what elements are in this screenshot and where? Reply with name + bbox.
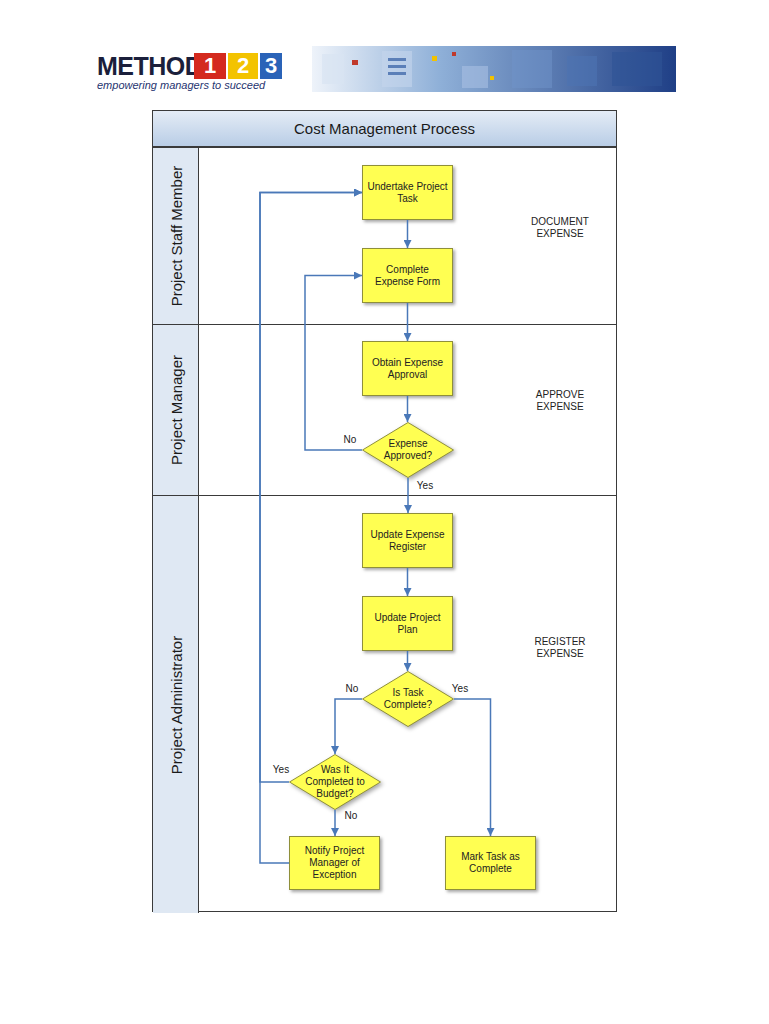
process-box: Undertake Project Task — [362, 165, 453, 220]
connector-arrow — [454, 699, 491, 836]
edge-label: Yes — [452, 683, 468, 694]
process-text: Update Project Plan — [363, 612, 452, 636]
connector-arrow — [260, 193, 362, 783]
process-box: Update Expense Register — [362, 513, 453, 568]
decision-text: Was It Completed to Budget? — [304, 764, 366, 800]
logo-number: 3 — [260, 53, 282, 79]
connector-arrow — [305, 276, 362, 451]
phase-label: APPROVE EXPENSE — [520, 389, 600, 413]
lane-header: Project Manager — [153, 325, 199, 495]
logo-word: METHOD — [97, 53, 202, 79]
process-box: Notify Project Manager of Exception — [289, 836, 380, 890]
process-text: Undertake Project Task — [363, 181, 452, 205]
process-box: Mark Task as Complete — [445, 836, 536, 890]
diamond-shape — [363, 672, 454, 727]
process-text: Update Expense Register — [363, 529, 452, 553]
process-text: Obtain Expense Approval — [363, 357, 452, 381]
lane-title: Project Staff Member — [167, 166, 184, 307]
process-box: Update Project Plan — [362, 596, 453, 651]
process-text: Notify Project Manager of Exception — [290, 845, 379, 881]
diagram-title: Cost Management Process — [294, 120, 475, 137]
process-text: Complete Expense Form — [363, 264, 452, 288]
title-band: Cost Management Process — [153, 111, 616, 147]
process-box: Complete Expense Form — [362, 248, 453, 303]
banner-graphic — [312, 46, 676, 92]
logo-tagline: empowering managers to succeed — [97, 79, 265, 91]
connector-arrow — [334, 810, 336, 836]
connector-arrow — [335, 699, 362, 754]
logo-number: 1 — [194, 53, 226, 79]
lane-title: Project Administrator — [167, 635, 184, 773]
diamond-shape — [363, 423, 454, 478]
connector-arrow — [260, 193, 362, 864]
swimlane: Project Administrator Update Expense Regi… — [153, 495, 616, 913]
process-box: Obtain Expense Approval — [362, 341, 453, 396]
edge-label: No — [344, 434, 357, 445]
connector-arrow — [407, 478, 409, 513]
phase-label: REGISTER EXPENSE — [520, 636, 600, 660]
connector-arrow — [407, 651, 409, 671]
logo-number: 2 — [228, 53, 258, 79]
connector-arrow — [407, 568, 409, 596]
connector-arrow — [407, 220, 409, 248]
edge-label: Yes — [273, 764, 289, 775]
decision-text: Expense Approved? — [377, 438, 439, 462]
edge-label: Yes — [417, 480, 433, 491]
lane-header: Project Staff Member — [153, 148, 199, 324]
diamond-shape — [290, 755, 381, 810]
edge-label: No — [346, 683, 359, 694]
decision-diamond: Expense Approved? — [362, 422, 454, 478]
edge-label: No — [345, 810, 358, 821]
connector-arrow — [407, 303, 409, 341]
decision-diamond: Is Task Complete? — [362, 671, 454, 727]
lane-header: Project Administrator — [153, 496, 199, 913]
decision-diamond: Was It Completed to Budget? — [289, 754, 381, 810]
connector-arrow — [407, 396, 409, 422]
process-text: Mark Task as Complete — [446, 851, 535, 875]
phase-label: DOCUMENT EXPENSE — [520, 216, 600, 240]
lane-title: Project Manager — [167, 355, 184, 465]
decision-text: Is Task Complete? — [377, 687, 439, 711]
